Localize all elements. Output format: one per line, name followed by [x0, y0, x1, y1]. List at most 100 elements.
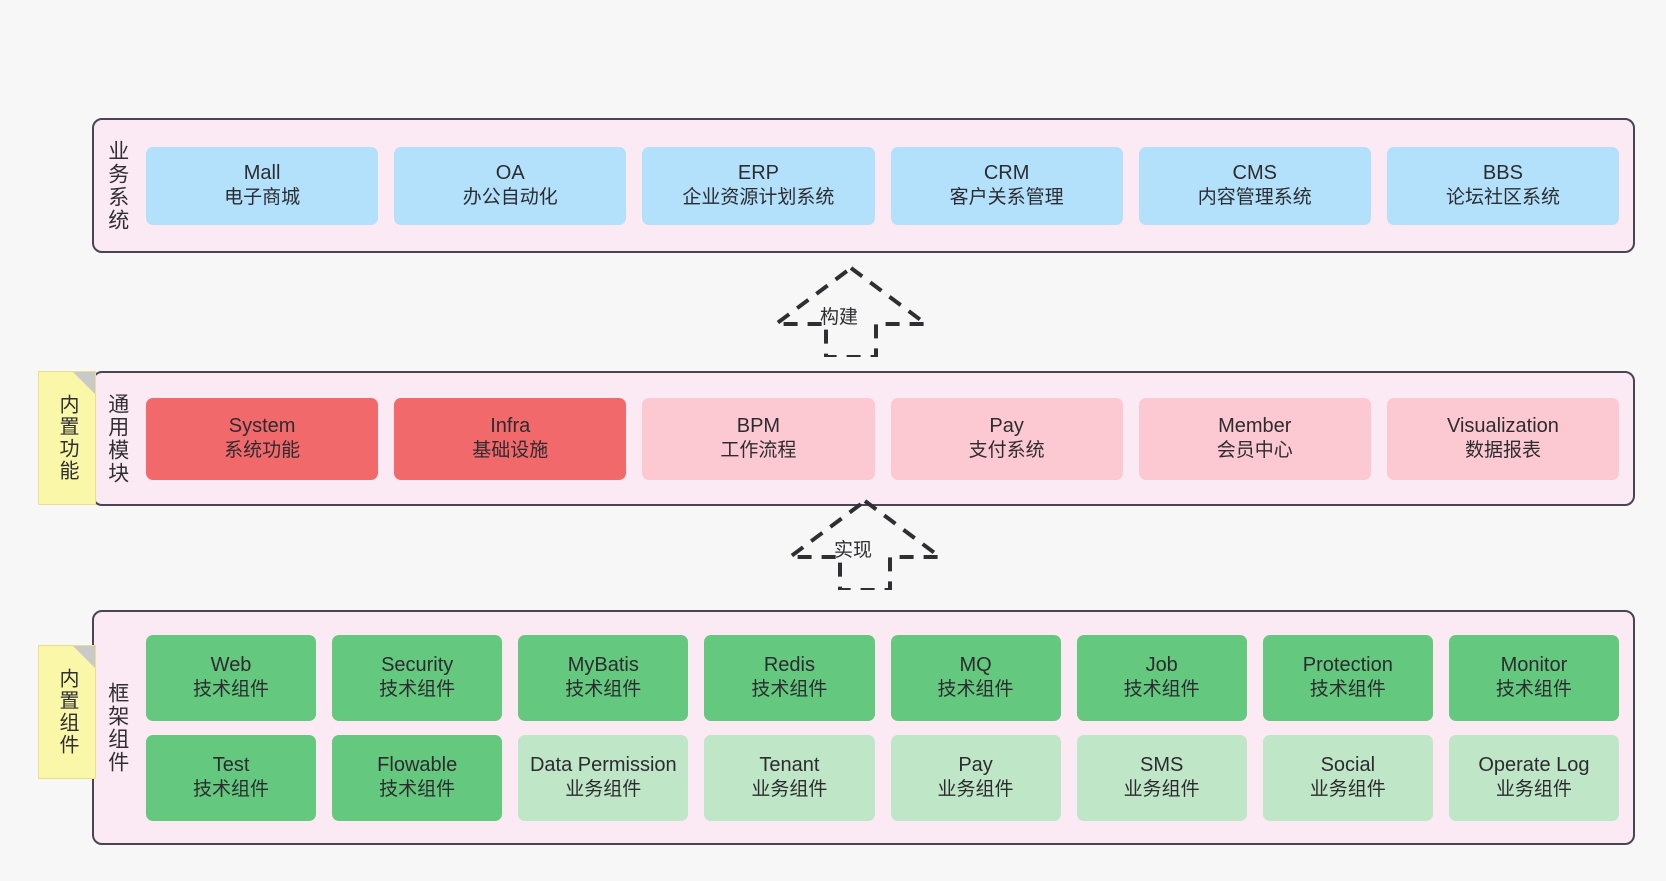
node-redis[interactable]: Redis 技术组件 [704, 634, 875, 721]
layer-row: Mall 电子商城 OA 办公自动化 ERP 企业资源计划系统 CRM 客户关系… [146, 146, 1620, 225]
node-label-cn: 内容管理系统 [1197, 187, 1312, 209]
node-label-cn: 客户关系管理 [949, 187, 1064, 209]
node-erp[interactable]: ERP 企业资源计划系统 [642, 146, 875, 225]
node-mybatis[interactable]: MyBatis 技术组件 [518, 634, 689, 721]
node-label-en: Monitor [1500, 654, 1568, 677]
node-label-en: SMS [1140, 754, 1184, 777]
layer-title-common: 通用模块 [105, 392, 129, 485]
node-monitor[interactable]: Monitor 技术组件 [1448, 634, 1619, 721]
node-label-en: MyBatis [567, 654, 639, 677]
node-label-en: Data Permission [529, 754, 677, 777]
node-web[interactable]: Web 技术组件 [146, 634, 317, 721]
sticky-note-label: 内置组件 [56, 668, 78, 756]
node-label-cn: 电子商城 [224, 187, 301, 209]
layer-body-framework: Web 技术组件 Security 技术组件 MyBatis 技术组件 Redi… [140, 612, 1633, 843]
node-label-en: Job [1145, 654, 1178, 677]
node-label-cn: 技术组件 [379, 779, 456, 801]
node-label-cn: 技术组件 [193, 679, 270, 701]
node-label-cn: 企业资源计划系统 [682, 187, 835, 209]
node-label-en: Pay [958, 754, 993, 777]
node-label-en: MQ [959, 654, 992, 677]
node-cms[interactable]: CMS 内容管理系统 [1138, 146, 1371, 225]
node-label-cn: 办公自动化 [462, 187, 558, 209]
connector-implement: 实现 [770, 495, 960, 592]
node-label-cn: 工作流程 [720, 440, 797, 462]
node-label-en: Member [1218, 415, 1292, 438]
node-label-en: BPM [736, 415, 781, 438]
layer-body-business: Mall 电子商城 OA 办公自动化 ERP 企业资源计划系统 CRM 客户关系… [140, 120, 1633, 251]
layer-row: Test 技术组件 Flowable 技术组件 Data Permission … [146, 734, 1619, 821]
node-job[interactable]: Job 技术组件 [1076, 634, 1247, 721]
node-pay-module[interactable]: Pay 支付系统 [890, 397, 1123, 480]
node-label-cn: 业务组件 [937, 779, 1014, 801]
node-mq[interactable]: MQ 技术组件 [890, 634, 1061, 721]
node-label-cn: 业务组件 [1309, 779, 1386, 801]
node-label-en: Operate Log [1478, 754, 1590, 777]
node-label-en: Visualization [1446, 415, 1559, 438]
node-label-en: Tenant [759, 754, 820, 777]
node-label-en: Redis [763, 654, 815, 677]
node-crm[interactable]: CRM 客户关系管理 [890, 146, 1123, 225]
node-label-en: Pay [989, 415, 1024, 438]
node-label-cn: 业务组件 [1123, 779, 1200, 801]
node-label-cn: 业务组件 [751, 779, 828, 801]
node-label-cn: 技术组件 [193, 779, 270, 801]
node-visualization[interactable]: Visualization 数据报表 [1386, 397, 1620, 480]
node-bbs[interactable]: BBS 论坛社区系统 [1386, 146, 1620, 225]
node-label-cn: 基础设施 [472, 440, 549, 462]
node-operate-log[interactable]: Operate Log 业务组件 [1448, 734, 1619, 821]
node-bpm[interactable]: BPM 工作流程 [642, 397, 875, 480]
node-test[interactable]: Test 技术组件 [146, 734, 317, 821]
node-sms[interactable]: SMS 业务组件 [1076, 734, 1247, 821]
node-label-en: Flowable [377, 754, 458, 777]
node-label-en: Social [1320, 754, 1376, 777]
node-label-en: BBS [1482, 162, 1523, 185]
connector-build: 构建 [756, 262, 946, 359]
node-label-cn: 技术组件 [565, 679, 642, 701]
connector-label-build: 构建 [820, 307, 859, 328]
node-label-en: ERP [737, 162, 779, 185]
node-label-en: Security [381, 654, 454, 677]
node-label-cn: 技术组件 [751, 679, 828, 701]
node-label-en: Infra [490, 415, 531, 438]
node-data-permission[interactable]: Data Permission 业务组件 [518, 734, 689, 821]
layer-title-business: 业务系统 [105, 139, 129, 232]
node-label-cn: 会员中心 [1216, 440, 1293, 462]
node-oa[interactable]: OA 办公自动化 [394, 146, 627, 225]
layer-body-common: System 系统功能 Infra 基础设施 BPM 工作流程 Pay 支付系统… [140, 373, 1633, 504]
layer-title-framework: 框架组件 [105, 681, 129, 774]
connector-label-implement: 实现 [834, 540, 873, 561]
node-label-en: System [228, 415, 296, 438]
node-label-en: Protection [1302, 654, 1393, 677]
node-label-cn: 技术组件 [379, 679, 456, 701]
node-label-en: Test [212, 754, 250, 777]
node-label-en: CRM [983, 162, 1030, 185]
sticky-note-label: 内置功能 [56, 394, 78, 482]
layer-framework-components: 框架组件 Web 技术组件 Security 技术组件 MyBatis 技术组件… [92, 610, 1635, 845]
node-label-cn: 技术组件 [1123, 679, 1200, 701]
node-label-cn: 业务组件 [565, 779, 642, 801]
node-social[interactable]: Social 业务组件 [1262, 734, 1433, 821]
node-label-cn: 论坛社区系统 [1445, 187, 1560, 209]
node-label-en: Web [210, 654, 252, 677]
node-security[interactable]: Security 技术组件 [332, 634, 503, 721]
node-infra[interactable]: Infra 基础设施 [394, 397, 627, 480]
node-label-cn: 技术组件 [1309, 679, 1386, 701]
node-label-cn: 业务组件 [1495, 779, 1572, 801]
node-flowable[interactable]: Flowable 技术组件 [332, 734, 503, 821]
layer-row: Web 技术组件 Security 技术组件 MyBatis 技术组件 Redi… [146, 634, 1619, 721]
sticky-note-builtin-components: 内置组件 [38, 645, 96, 779]
node-protection[interactable]: Protection 技术组件 [1262, 634, 1433, 721]
node-mall[interactable]: Mall 电子商城 [146, 146, 379, 225]
layer-common-modules: 通用模块 System 系统功能 Infra 基础设施 BPM 工作流程 Pay… [92, 371, 1635, 506]
sticky-note-builtin-features: 内置功能 [38, 371, 96, 505]
node-system[interactable]: System 系统功能 [146, 397, 379, 480]
node-label-cn: 技术组件 [1495, 679, 1572, 701]
node-member[interactable]: Member 会员中心 [1138, 397, 1371, 480]
node-label-en: Mall [243, 162, 281, 185]
node-tenant[interactable]: Tenant 业务组件 [704, 734, 875, 821]
node-pay-component[interactable]: Pay 业务组件 [890, 734, 1061, 821]
node-label-cn: 支付系统 [968, 440, 1045, 462]
node-label-cn: 技术组件 [937, 679, 1014, 701]
